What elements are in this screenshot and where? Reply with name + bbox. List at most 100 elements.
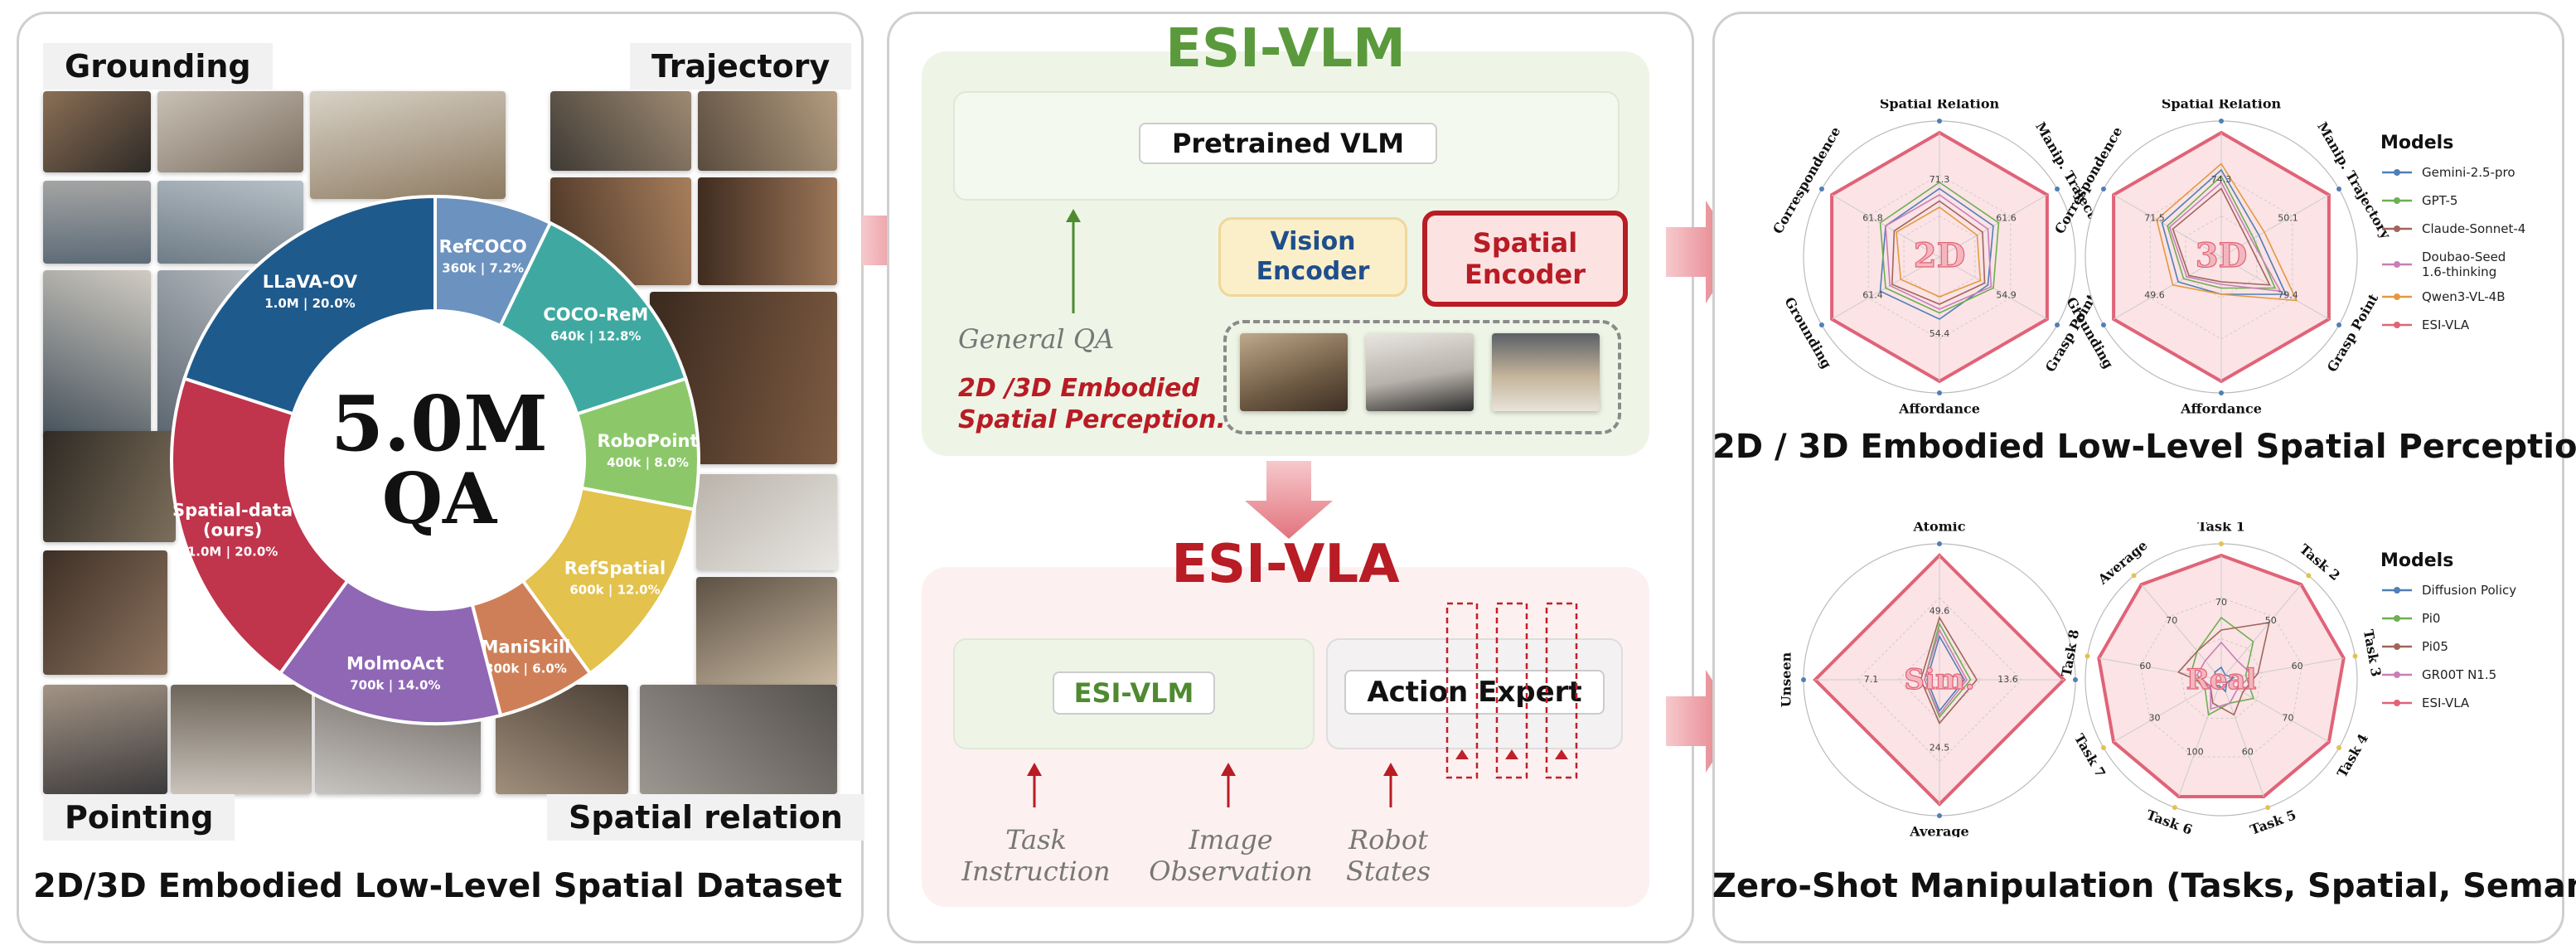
radar-value-label: 61.8 <box>1862 213 1883 224</box>
radar-series <box>2196 641 2254 710</box>
dataset-total: 5.0M QA <box>319 385 559 536</box>
perception-text: 2D /3D Embodied Spatial Perception. <box>958 374 1226 434</box>
legend-item: Claude-Sonnet-4 <box>2380 221 2538 236</box>
radar-series <box>2209 666 2235 693</box>
radar-series <box>1885 194 1993 310</box>
radar-series <box>1920 616 1978 725</box>
radar-axis-label: Spatial Relation <box>1880 99 2000 112</box>
pointing-label: Pointing <box>43 794 235 841</box>
radar-value-label: 70 <box>2215 597 2227 608</box>
dataset-thumbnail <box>310 91 506 199</box>
donut-slice-label: LLaVA-OV <box>263 272 358 292</box>
spatial-encoder-box: Spatial Encoder <box>1422 211 1628 307</box>
donut-slice-label: RoboPoint <box>597 431 698 451</box>
radar-axis-tick <box>1818 322 1824 327</box>
manipulation-caption: Zero-Shot Manipulation (Tasks, Spatial, … <box>1712 867 2576 905</box>
vla-title: ESI-VLA <box>1171 534 1400 595</box>
radar-series <box>2177 622 2270 716</box>
radar-series <box>1896 206 1982 298</box>
radar-value-label: 49.6 <box>2144 290 2165 301</box>
radar-axis-tick <box>2085 653 2090 659</box>
radar-value-label: 50.1 <box>2278 213 2298 224</box>
dataset-thumbnail <box>43 181 151 264</box>
radar-axis-label: Atomic <box>1913 522 1966 535</box>
radar-spoke <box>2141 584 2222 681</box>
radar-series <box>2168 181 2282 293</box>
radar-spoke <box>2178 679 2222 797</box>
radar-axis-tick <box>2100 322 2106 327</box>
radar-value-label: 70 <box>2166 615 2177 626</box>
legend-swatch <box>2382 671 2412 678</box>
spatial-relation-label: Spatial relation <box>547 794 864 841</box>
radar-spoke <box>2220 657 2344 681</box>
radar-axis-tick <box>2073 677 2078 682</box>
legend-label: Pi0 <box>2422 611 2441 626</box>
input-arrows <box>1027 763 1398 807</box>
radar-axis-tick <box>2336 745 2342 750</box>
legend-swatch <box>2382 700 2412 706</box>
donut-slice-detail: 1.0M | 20.0% <box>187 544 278 560</box>
donut-hole <box>288 313 583 608</box>
radar-axis-tick <box>2352 653 2358 659</box>
radar-axis-tick <box>1801 677 1806 682</box>
legend-swatch <box>2382 169 2412 176</box>
radar-axis-tick <box>2219 390 2224 395</box>
radar-axis-tick <box>1937 119 1942 124</box>
donut-slice <box>182 194 437 416</box>
radar-grid <box>2180 637 2263 720</box>
donut-slice-detail: 400k | 8.0% <box>607 455 689 471</box>
radar-series <box>2172 187 2271 286</box>
radar-value-label: 50 <box>2265 615 2277 626</box>
donut-slice <box>170 376 350 676</box>
donut-slice-detail: 600k | 12.0% <box>569 583 660 599</box>
dataset-thumbnail <box>43 550 167 675</box>
radar-series <box>1926 634 1965 713</box>
donut-slice-detail: 300k | 6.0% <box>485 662 567 677</box>
dataset-caption: 2D/3D Embodied Low-Level Spatial Dataset <box>33 867 842 905</box>
radar-sim: AtomicSeenAverageUnseen49.613.624.57.1Si… <box>1779 522 2101 837</box>
radar-axis-tick <box>1937 390 1942 395</box>
dataset-thumbnail <box>640 685 837 794</box>
radar-value-label: 61.6 <box>1996 213 2017 224</box>
legend-label: GR00T N1.5 <box>2422 667 2497 682</box>
radar-center-label: Real <box>2186 663 2257 696</box>
donut-slice <box>498 221 688 416</box>
task-instruction-text: Task Instruction <box>961 824 1111 887</box>
radar-value-label: 61.4 <box>1862 290 1883 301</box>
image-observation-text: Image Observation <box>1149 824 1313 887</box>
radar-spoke <box>2220 194 2330 258</box>
radar-axis-tick <box>2055 187 2060 191</box>
perception-caption: 2D / 3D Embodied Low-Level Spatial Perce… <box>1712 428 2576 466</box>
input-image-3 <box>1492 333 1600 411</box>
radar-spoke <box>2099 657 2222 681</box>
dataset-thumbnail <box>43 91 151 172</box>
radar-value-label: 100 <box>2186 746 2204 757</box>
radar-value-label: 30 <box>2148 713 2160 724</box>
legend-item: GPT-5 <box>2380 193 2538 208</box>
legend-swatch <box>2382 197 2412 204</box>
radar-value-label: 54.9 <box>1996 290 2017 301</box>
input-image-1 <box>1240 333 1348 411</box>
legend-swatch <box>2382 225 2412 232</box>
legend-swatch <box>2382 587 2412 594</box>
radar-axis-tick <box>2336 187 2342 191</box>
radar-axis-tick <box>1937 813 1942 818</box>
legend-item: Pi05 <box>2380 639 2538 654</box>
legend-item: ESI-VLA <box>2380 317 2538 332</box>
radar-spoke <box>2220 679 2264 797</box>
dataset-thumbnail <box>550 91 691 171</box>
radar-axis-tick <box>2131 573 2137 579</box>
vlm-to-vla-arrow <box>1245 461 1333 539</box>
donut-slice-label: ManiSkill <box>481 637 570 657</box>
dataset-thumbnail <box>171 685 312 794</box>
donut-slice-label: MolmoAct <box>346 653 444 673</box>
radar-spoke <box>2220 679 2330 743</box>
legend-label: Pi05 <box>2422 639 2448 654</box>
radar-axis-tick <box>2172 805 2177 811</box>
legend-item: Qwen3-VL-4B <box>2380 289 2538 304</box>
radar-value-label: 60 <box>2292 661 2303 671</box>
radar-axis-tick <box>2055 322 2060 327</box>
